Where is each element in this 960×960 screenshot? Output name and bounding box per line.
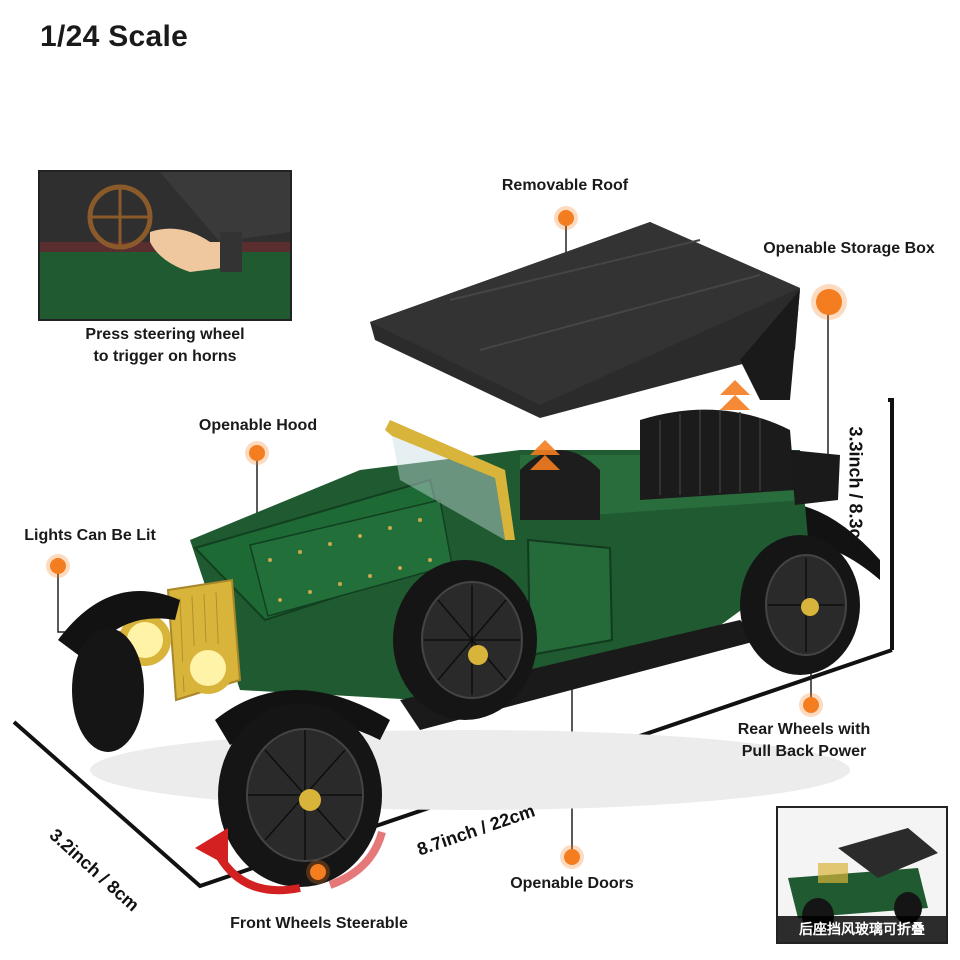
- steering-wheel-inset-photo: [40, 172, 290, 319]
- folding-windshield-caption: 后座挡风玻璃可折叠: [778, 916, 946, 942]
- dot-front-wheels-steerable: [310, 864, 326, 880]
- label-openable-doors: Openable Doors: [510, 875, 634, 892]
- label-lights-can-be-lit: Lights Can Be Lit: [24, 527, 156, 544]
- removable-roof: [370, 222, 800, 418]
- label-front-wheels-steerable: Front Wheels Steerable: [230, 915, 408, 932]
- dot-openable-storage-box: [816, 289, 842, 315]
- label-openable-storage-box: Openable Storage Box: [763, 240, 935, 257]
- dimension-lines: [12, 398, 894, 889]
- label-rear-wheels-line2: Pull Back Power: [741, 743, 867, 760]
- dot-rear-wheels: [803, 697, 819, 713]
- label-removable-roof: Removable Roof: [501, 177, 629, 194]
- folding-windshield-inset: 后座挡风玻璃可折叠: [776, 806, 948, 944]
- dimension-height: 3.3inch / 8.3cm: [845, 426, 866, 555]
- dot-lights-can-be-lit: [50, 558, 66, 574]
- scale-title: 1/24 Scale: [40, 20, 189, 53]
- dot-openable-doors: [564, 849, 580, 865]
- dot-openable-hood: [249, 445, 265, 461]
- steering-caption-line1: Press steering wheel: [85, 326, 245, 343]
- label-rear-wheels-line1: Rear Wheels with: [737, 721, 871, 738]
- steering-wheel-inset: [38, 170, 292, 321]
- dot-removable-roof: [558, 210, 574, 226]
- label-openable-hood: Openable Hood: [198, 417, 318, 434]
- wheels: [72, 535, 860, 887]
- steering-caption-line2: to trigger on horns: [93, 348, 237, 365]
